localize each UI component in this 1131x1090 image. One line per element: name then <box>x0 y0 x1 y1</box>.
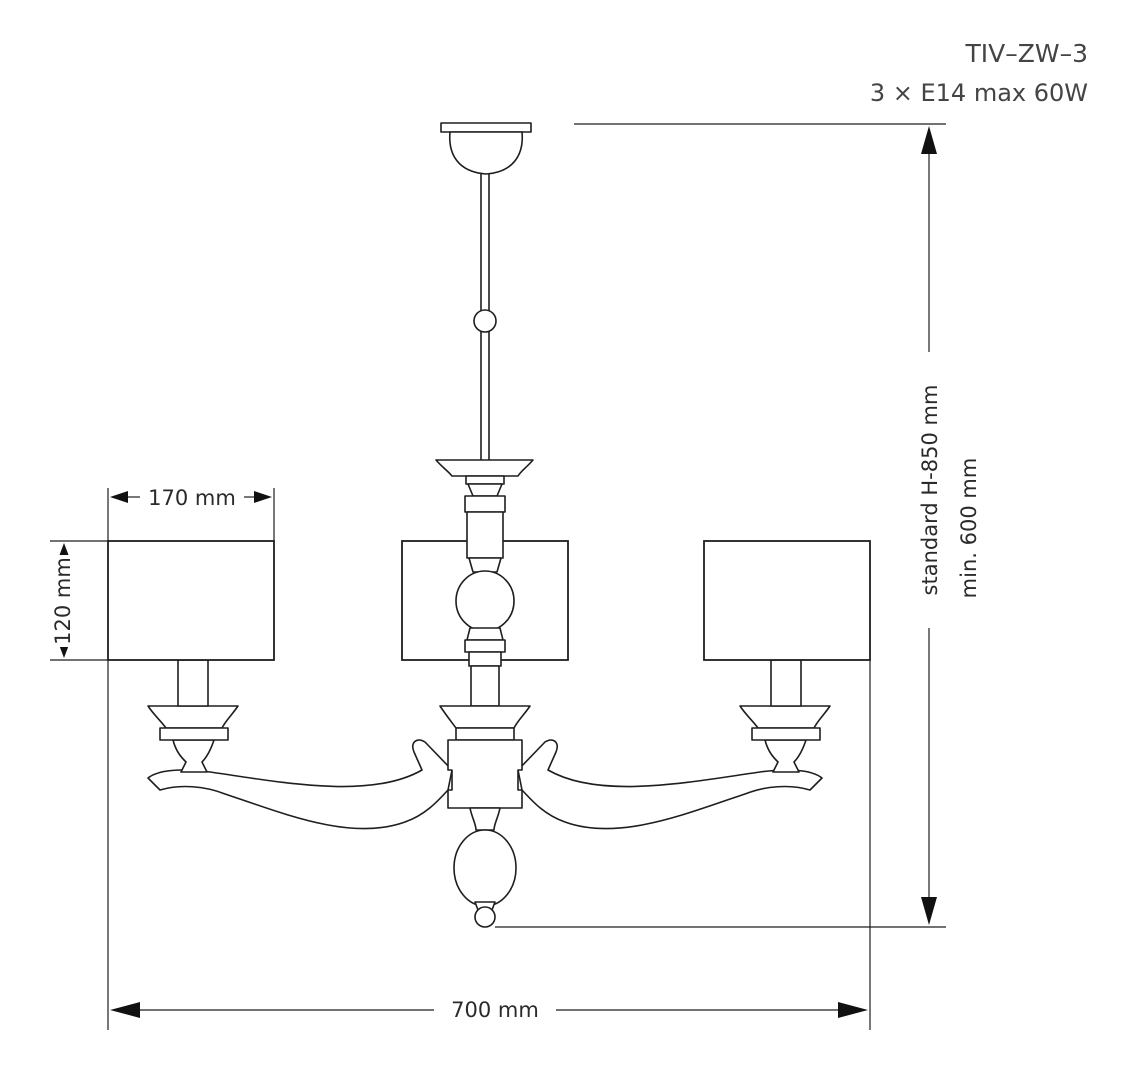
dimension-total-height: standard H-850 mm min. 600 mm <box>495 123 981 928</box>
model-title: TIV–ZW–3 <box>965 39 1089 68</box>
suspension-rod <box>473 173 497 461</box>
height-standard-label: standard H-850 mm <box>918 385 942 596</box>
top-cup <box>435 459 534 513</box>
shade-right <box>703 540 871 661</box>
arm-right <box>517 739 823 830</box>
shade-height-label: 120 mm <box>51 557 75 645</box>
shade-left <box>107 540 275 661</box>
ceiling-canopy <box>440 122 532 175</box>
shade-width-label: 170 mm <box>148 486 236 510</box>
dimension-shade-width: 170 mm <box>107 486 275 541</box>
holder-right <box>739 659 831 773</box>
arm-left <box>147 739 453 830</box>
central-column <box>439 511 531 928</box>
height-min-label: min. 600 mm <box>957 458 981 599</box>
dimension-total-width: 700 mm <box>107 660 871 1030</box>
holder-left <box>147 659 239 773</box>
dimension-shade-height: 120 mm <box>50 540 108 661</box>
total-width-label: 700 mm <box>451 998 539 1022</box>
bulb-spec: 3 × E14 max 60W <box>870 79 1088 107</box>
